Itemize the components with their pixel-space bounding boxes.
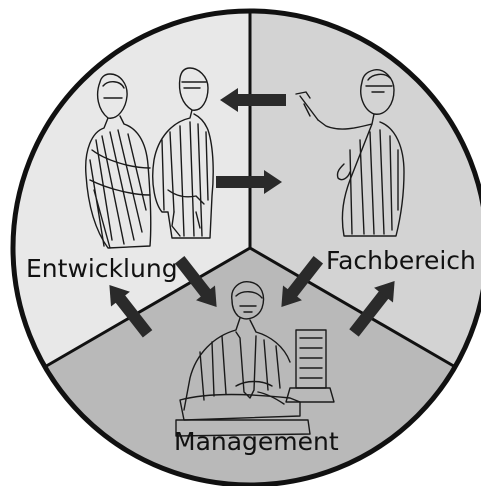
two-people-figure <box>85 67 214 249</box>
label-fachbereich: Fachbereich <box>326 246 476 275</box>
presenter-figure <box>295 69 405 237</box>
sector-bottom <box>45 248 455 484</box>
arrows <box>109 88 395 338</box>
divider-left <box>44 246 251 368</box>
label-management: Management <box>174 427 339 456</box>
manager-figure <box>175 281 335 437</box>
sectors <box>13 11 481 484</box>
label-entwicklung: Entwicklung <box>26 254 178 283</box>
arrow-bottom-to-right <box>349 280 395 337</box>
arrow-right-to-bottom <box>281 256 324 308</box>
arrow-right-to-left-top <box>220 88 286 112</box>
arrow-left-to-right-middle <box>216 170 282 194</box>
dividers <box>44 11 456 368</box>
arrow-left-to-bottom <box>174 256 217 308</box>
circle-outline <box>10 8 481 486</box>
arrow-bottom-to-left <box>109 284 153 338</box>
divider-right <box>249 246 456 368</box>
